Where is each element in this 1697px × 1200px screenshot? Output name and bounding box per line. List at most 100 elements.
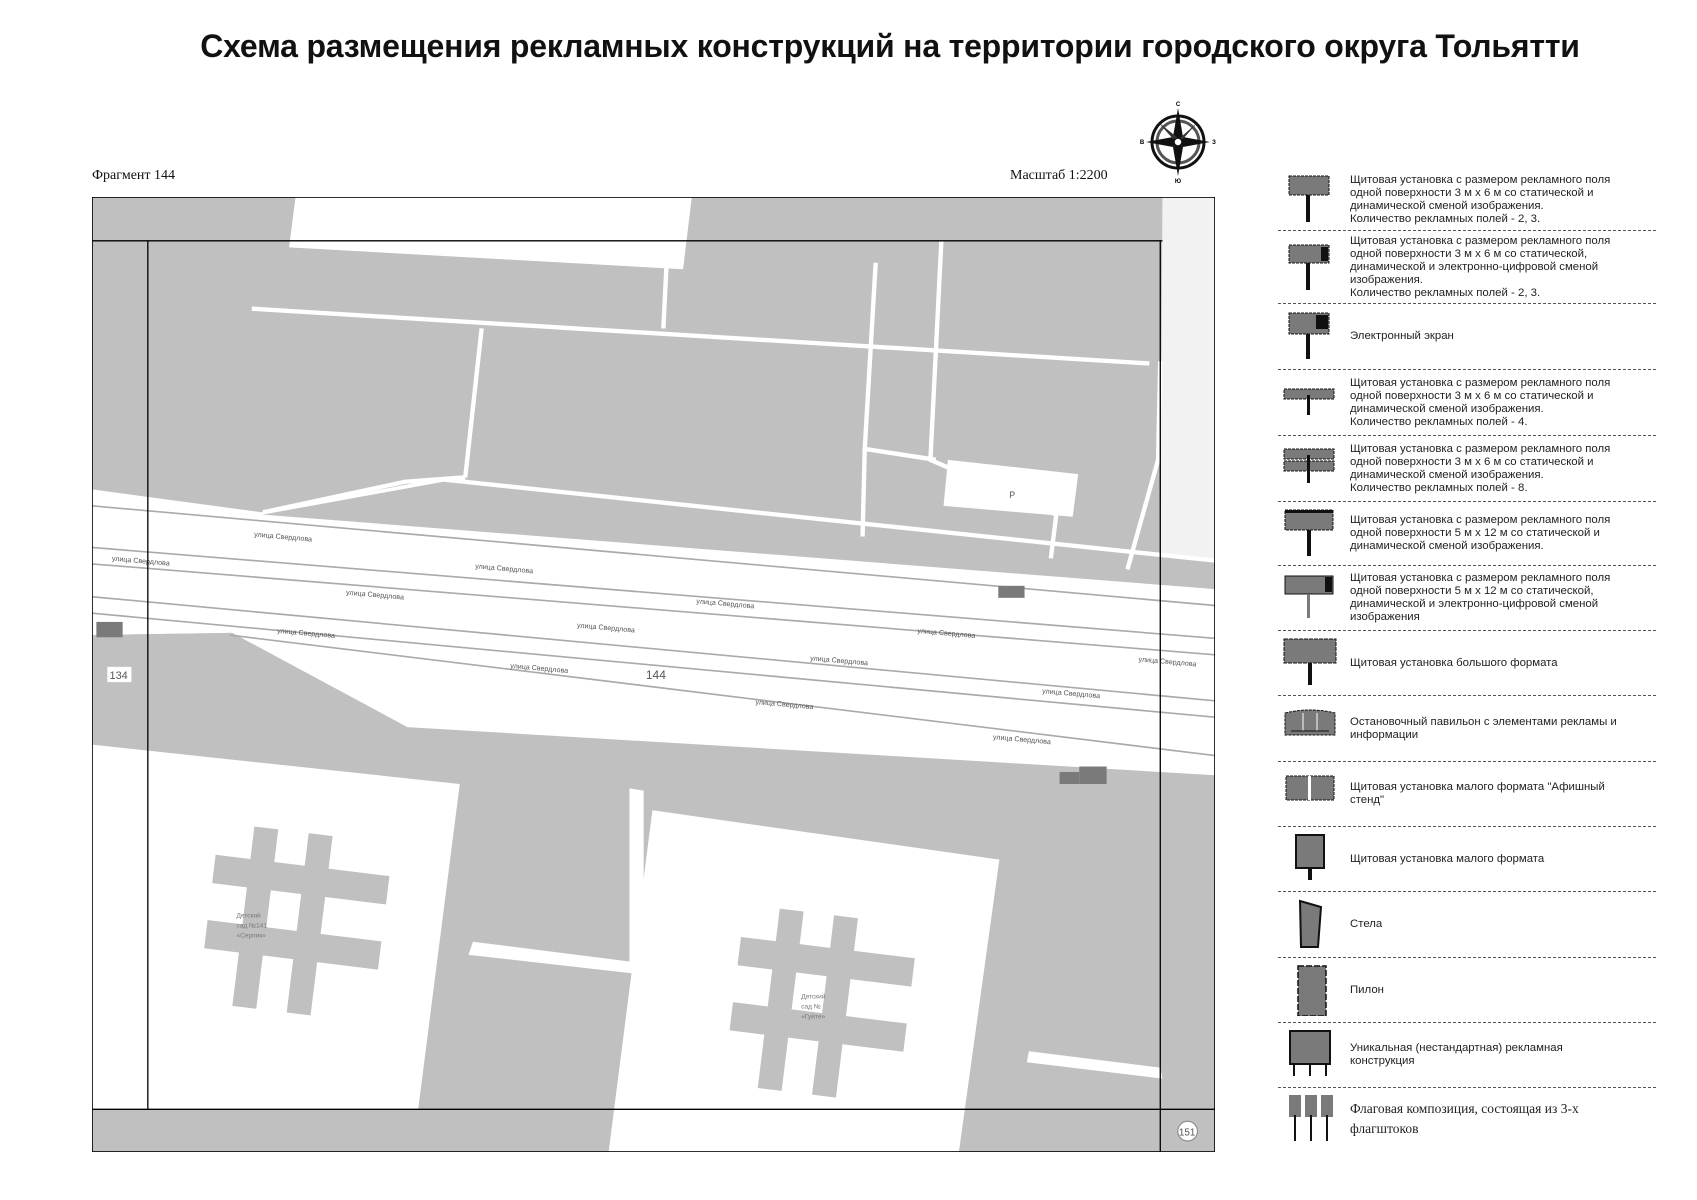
kindergarten-building — [729, 908, 915, 1098]
legend-text-line: Щитовая установка с размером рекламного … — [1350, 234, 1611, 247]
legend-text-line: одной поверхности 5 м х 12 м со статичес… — [1350, 585, 1594, 597]
fragment-link-134: 134 — [110, 670, 128, 682]
legend-text-line: Флаговая композиция, состоящая из 3-х — [1350, 1101, 1579, 1116]
legend-text-line: одной поверхности 3 м х 6 м со статическ… — [1350, 455, 1594, 468]
legend-item-billboard-3x6-static: Щитовая установка с размером рекламного … — [1278, 170, 1656, 231]
legend-item-small-format-board: Щитовая установка малого формата — [1278, 827, 1656, 892]
legend-item-billboard-5x12-static: Щитовая установка с размером рекламного … — [1278, 502, 1656, 566]
legend-item-label: Щитовая установка с размером рекламного … — [1342, 377, 1610, 429]
legend-text-line: одной поверхности 3 м х 6 м со статическ… — [1350, 187, 1594, 199]
fragment-number-144: 144 — [646, 668, 666, 682]
bus-stop-pavilion-icon — [1278, 703, 1342, 755]
legend-text-line: одной поверхности 3 м х 6 м со статическ… — [1350, 389, 1594, 402]
legend-item-label: Щитовая установка малого формата — [1342, 853, 1544, 866]
legend-text-line: Щитовая установка малого формата "Афишны… — [1350, 781, 1605, 793]
legend-text-line: одной поверхности 3 м х 6 м со статическ… — [1350, 247, 1588, 260]
legend-text-line: изображения. — [1350, 273, 1423, 286]
fragment-label: Фрагмент 144 — [92, 168, 176, 183]
legend-text-line: динамической и электронно-цифровой смено… — [1350, 260, 1599, 273]
open-area — [289, 197, 692, 270]
legend-text-line: Щитовая установка большого формата — [1350, 656, 1558, 669]
map-fragment[interactable]: Р Детский сад №141 «Серпик» Детский сад … — [92, 197, 1215, 1152]
legend-text-line: динамической сменой изображения. — [1350, 402, 1544, 415]
large-format-billboard-icon — [1278, 637, 1342, 689]
legend-text-line: конструкция — [1350, 1055, 1415, 1067]
legend-item-billboard-3x6-4fields: Щитовая установка с размером рекламного … — [1278, 370, 1656, 436]
electronic-screen-icon — [1278, 311, 1342, 363]
green-strip — [262, 481, 1215, 590]
legend-text-line: изображения — [1350, 611, 1420, 623]
legend-text-line: Количество рекламных полей - 2, 3. — [1350, 213, 1541, 225]
svg-text:сад №: сад № — [801, 1004, 821, 1011]
legend-text-line: Электронный экран — [1350, 330, 1454, 342]
fragment-link-151: 151 — [1179, 1128, 1195, 1139]
kindergarten-plot — [608, 810, 1000, 1152]
legend-text-line: динамической сменой изображения. — [1350, 200, 1544, 212]
unique-construction-icon — [1278, 1029, 1342, 1081]
billboard-3x6-static-icon — [1278, 174, 1342, 226]
lane-lines — [92, 505, 1215, 757]
legend-item-label: Остановочный павильон с элементами рекла… — [1342, 716, 1617, 742]
billboard-3x6-digital-icon — [1278, 241, 1342, 293]
poster-stand-icon — [1278, 768, 1342, 820]
legend-text-line: Уникальная (нестандартная) рекламная — [1350, 1042, 1563, 1054]
legend-text-line: информации — [1350, 728, 1419, 741]
legend-item-label: Пилон — [1342, 984, 1384, 997]
legend-text-line: Пилон — [1350, 983, 1384, 996]
svg-text:сад №141: сад №141 — [236, 922, 267, 929]
legend: Щитовая установка с размером рекламного … — [1278, 170, 1656, 1150]
green-strip — [92, 632, 408, 756]
ad-construction-bus-stop[interactable] — [96, 621, 123, 638]
legend-item-label: Щитовая установка с размером рекламного … — [1342, 443, 1610, 495]
small-format-board-icon — [1278, 833, 1342, 885]
svg-text:«Гуйте»: «Гуйте» — [801, 1012, 825, 1020]
legend-item-label: Флаговая композиция, состоящая из 3-х фла… — [1342, 1099, 1579, 1139]
legend-item-electronic-screen: Электронный экран — [1278, 304, 1656, 370]
legend-item-label: Щитовая установка с размером рекламного … — [1342, 514, 1610, 553]
legend-text-line: Щитовая установка малого формата — [1350, 852, 1545, 865]
compass-east: З — [1212, 140, 1216, 146]
billboard-3x6-8fields-icon — [1278, 443, 1342, 495]
legend-text-line: динамической сменой изображения. — [1350, 540, 1544, 552]
legend-text-line: Остановочный павильон с элементами рекла… — [1350, 715, 1617, 728]
legend-item-billboard-3x6-digital: Щитовая установка с размером рекламного … — [1278, 231, 1656, 304]
compass-north: С — [1176, 102, 1181, 108]
legend-item-billboard-5x12-digital: Щитовая установка с размером рекламного … — [1278, 566, 1656, 631]
compass-south: Ю — [1175, 179, 1181, 184]
legend-item-label: Щитовая установка с размером рекламного … — [1342, 572, 1610, 624]
legend-item-large-format-billboard: Щитовая установка большого формата — [1278, 631, 1656, 696]
fragment-boundary — [92, 240, 1215, 1152]
legend-item-flag-composition: Флаговая композиция, состоящая из 3-х фла… — [1278, 1088, 1656, 1150]
kindergarten-label: Детский сад №141 «Серпик» Детский сад № … — [236, 912, 825, 1021]
ad-construction-bus-stop[interactable] — [1079, 766, 1107, 785]
legend-text-line: Щитовая установка с размером рекламного … — [1350, 572, 1611, 584]
legend-text-line: Щитовая установка с размером рекламного … — [1350, 514, 1611, 526]
compass-rose-icon: С Ю В З — [1140, 102, 1216, 184]
legend-text-line: Стела — [1350, 918, 1383, 930]
ad-construction-poster-stand[interactable] — [998, 585, 1025, 598]
scale-label: Масштаб 1:2200 — [1010, 168, 1108, 183]
legend-text-line: стенд" — [1350, 794, 1385, 806]
stele-icon — [1278, 899, 1342, 951]
legend-item-label: Электронный экран — [1342, 330, 1454, 343]
legend-item-label: Щитовая установка малого формата "Афишны… — [1342, 781, 1605, 807]
svg-text:«Серпик»: «Серпик» — [236, 932, 266, 939]
svg-text:Детский: Детский — [236, 912, 261, 920]
parking-label: Р — [1009, 490, 1015, 500]
pylon-icon — [1278, 964, 1342, 1016]
billboard-3x6-4fields-icon — [1278, 377, 1342, 429]
legend-text-line: флагштоков — [1350, 1121, 1419, 1136]
legend-item-pylon: Пилон — [1278, 958, 1656, 1023]
legend-item-label: Щитовая установка с размером рекламного … — [1342, 174, 1610, 226]
legend-text-line: динамической сменой изображения. — [1350, 468, 1544, 481]
ad-construction-poster-stand[interactable] — [1059, 771, 1080, 785]
legend-item-stele: Стела — [1278, 892, 1656, 958]
legend-text-line: Количество рекламных полей - 8. — [1350, 481, 1528, 494]
page-title: Схема размещения рекламных конструкций н… — [200, 28, 1580, 64]
svg-text:Детский: Детский — [801, 993, 826, 1001]
flag-composition-icon — [1278, 1093, 1342, 1145]
legend-text-line: Щитовая установка с размером рекламного … — [1350, 442, 1611, 455]
kindergarten-building — [204, 826, 390, 1016]
parking-lot — [943, 459, 1079, 517]
